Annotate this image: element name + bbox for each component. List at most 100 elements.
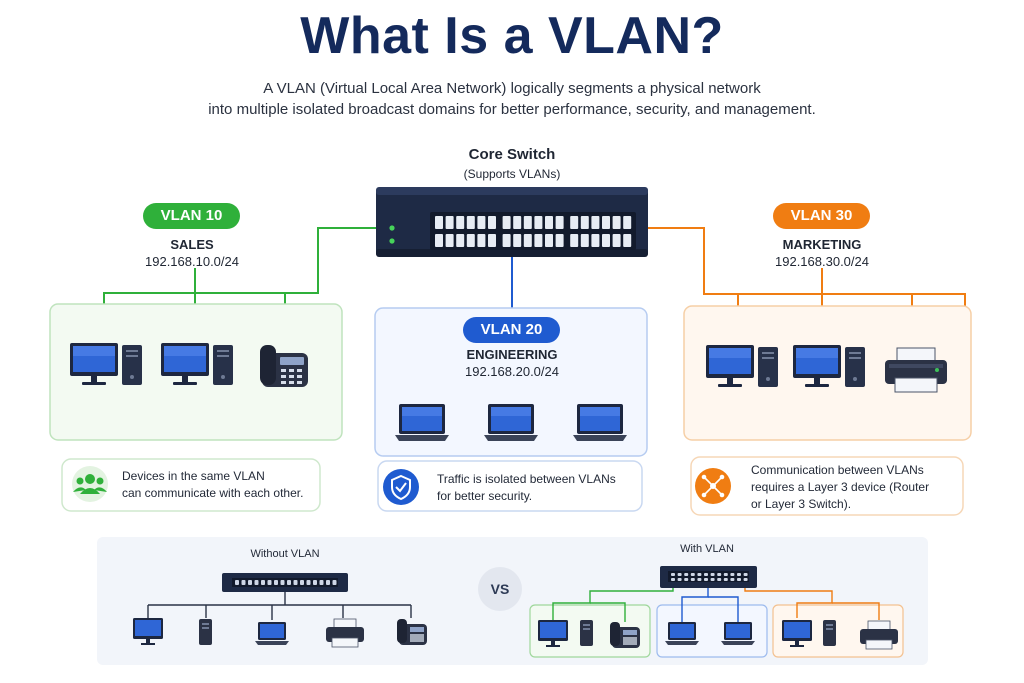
switch-port xyxy=(267,580,272,585)
switch-port xyxy=(623,216,632,229)
switch-port xyxy=(313,580,317,585)
switch-port xyxy=(743,578,748,581)
switch-port xyxy=(274,580,278,585)
note-card-1 xyxy=(61,458,321,512)
switch-port xyxy=(580,216,589,229)
vlan10-badge: VLAN 10 xyxy=(143,203,240,229)
with-vlan20-links xyxy=(681,588,739,622)
switch-port xyxy=(723,578,728,581)
note-2-text: Traffic is isolated between VLANs for be… xyxy=(437,471,639,505)
switch-port xyxy=(570,234,579,247)
switch-port xyxy=(602,216,610,229)
page-subtitle: A VLAN (Virtual Local Area Network) logi… xyxy=(112,78,912,120)
switch-port xyxy=(513,216,522,229)
note-1-line-1: Devices in the same VLAN xyxy=(122,469,265,483)
switch-port xyxy=(671,578,675,581)
core-switch-sub-label: (Supports VLANs) xyxy=(463,167,561,181)
switch-port xyxy=(502,216,511,229)
switch-port xyxy=(737,573,741,576)
switch-port xyxy=(235,580,239,585)
without-vlan-links xyxy=(147,592,412,620)
switch-port xyxy=(690,578,695,581)
core-switch xyxy=(376,187,648,257)
switch-port xyxy=(477,234,486,247)
switch-port xyxy=(697,578,702,581)
switch-port xyxy=(580,234,589,247)
switch-port xyxy=(737,578,741,581)
note-2-line-2: for better security. xyxy=(437,489,533,503)
switch-port xyxy=(730,573,735,576)
switch-port xyxy=(300,580,304,585)
vlan30-badge: VLAN 30 xyxy=(773,203,870,229)
vlan20-laptop-1-icon xyxy=(395,404,449,441)
switch-port xyxy=(602,234,610,247)
vlan20-laptop-2-icon xyxy=(484,404,538,441)
with-tower-2-icon xyxy=(823,620,836,646)
switch-port xyxy=(488,234,496,247)
switch-port xyxy=(445,216,454,229)
switch-port xyxy=(332,580,337,585)
switch-port xyxy=(534,216,543,229)
switch-port xyxy=(717,578,722,581)
note-3-text: Communication between VLANs requires a L… xyxy=(751,462,961,513)
with-tower-icon xyxy=(580,620,593,646)
shield-icon xyxy=(383,469,419,505)
switch-port xyxy=(697,573,702,576)
switch-port xyxy=(723,573,728,576)
switch-port xyxy=(591,234,600,247)
with-vlan-switch xyxy=(660,566,757,588)
switch-port xyxy=(466,234,475,247)
vlan10-subnet: 192.168.10.0/24 xyxy=(145,254,239,269)
switch-port xyxy=(545,234,553,247)
note-card-3 xyxy=(690,456,964,516)
switch-port xyxy=(513,234,522,247)
router-network-icon xyxy=(695,468,731,504)
subtitle-line-1: A VLAN (Virtual Local Area Network) logi… xyxy=(263,80,761,97)
switch-port xyxy=(684,573,689,576)
vlan30-subnet: 192.168.30.0/24 xyxy=(775,254,869,269)
switch-port xyxy=(570,216,579,229)
switch-port xyxy=(435,234,443,247)
switch-port xyxy=(743,573,748,576)
switch-port xyxy=(502,234,511,247)
without-laptop-icon xyxy=(255,622,289,645)
vs-badge: VS xyxy=(478,567,522,611)
switch-port xyxy=(704,578,708,581)
switch-port xyxy=(612,234,621,247)
note-3-line-3: or Layer 3 Switch). xyxy=(751,497,852,511)
with-laptop-2-icon xyxy=(721,622,755,645)
with-vlan10-links xyxy=(552,588,674,622)
switch-port xyxy=(717,573,722,576)
switch-port xyxy=(710,578,715,581)
note-1-line-2: can communicate with each other. xyxy=(122,486,304,500)
note-1-text: Devices in the same VLAN can communicate… xyxy=(122,468,318,502)
switch-port xyxy=(684,578,689,581)
core-switch-label: Core Switch xyxy=(468,146,556,163)
switch-port xyxy=(477,216,486,229)
vlan10-name: SALES xyxy=(170,237,214,252)
switch-port xyxy=(677,578,682,581)
with-laptop-1-icon xyxy=(665,622,699,645)
note-card-2 xyxy=(377,460,643,512)
switch-port xyxy=(730,578,735,581)
with-vlan-label: With VLAN xyxy=(680,543,734,555)
switch-port xyxy=(555,216,564,229)
vlan20-laptop-3-icon xyxy=(573,404,627,441)
switch-port xyxy=(287,580,291,585)
vlan20-subnet: 192.168.20.0/24 xyxy=(465,364,559,379)
switch-port xyxy=(523,216,532,229)
switch-port xyxy=(488,216,496,229)
switch-port xyxy=(612,216,621,229)
switch-port xyxy=(293,580,298,585)
without-vlan-switch xyxy=(222,573,348,592)
switch-port xyxy=(534,234,543,247)
switch-port xyxy=(254,580,259,585)
vlan20-badge: VLAN 20 xyxy=(463,317,560,343)
users-icon xyxy=(72,466,108,502)
switch-port xyxy=(248,580,252,585)
switch-port xyxy=(466,216,475,229)
subtitle-line-2: into multiple isolated broadcast domains… xyxy=(208,101,816,118)
vlan20-name: ENGINEERING xyxy=(466,347,558,362)
switch-port xyxy=(690,573,695,576)
switch-port xyxy=(326,580,330,585)
